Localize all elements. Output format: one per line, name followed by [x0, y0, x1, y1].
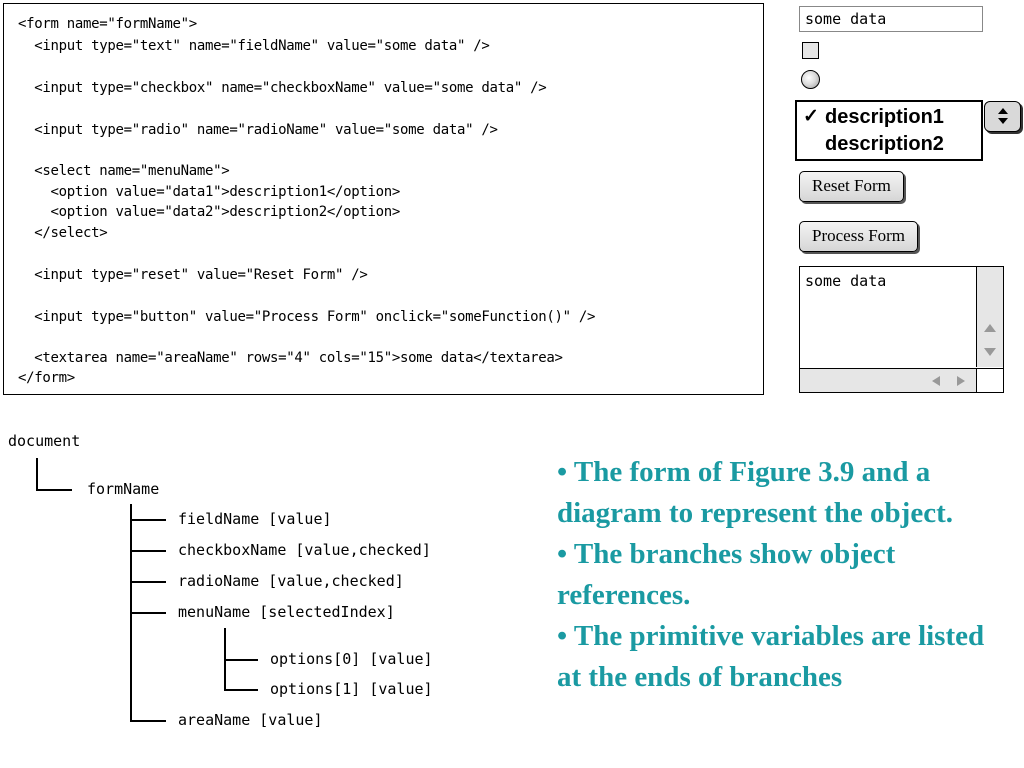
tree-branch	[130, 612, 166, 614]
text-field[interactable]: some data	[799, 6, 983, 32]
radio-button[interactable]	[801, 70, 820, 89]
textarea-content: some data	[805, 272, 887, 290]
code-line: <input type="radio" name="radioName" val…	[18, 122, 498, 138]
tree-node: menuName [selectedIndex]	[178, 603, 395, 621]
arrow-right-icon[interactable]	[956, 375, 966, 390]
tree-node: checkboxName [value,checked]	[178, 541, 431, 559]
tree-branch	[130, 550, 166, 552]
horizontal-scrollbar[interactable]	[800, 368, 976, 392]
code-line: <option value="data2">description2</opti…	[18, 204, 401, 220]
tree-node: areaName [value]	[178, 711, 323, 729]
tree-root: document	[8, 432, 81, 450]
code-line: </form>	[18, 370, 75, 386]
tree-branch	[130, 519, 166, 521]
tree-node-form: formName	[87, 480, 160, 498]
code-line: <input type="checkbox" name="checkboxNam…	[18, 80, 547, 96]
note-item: • The branches show object references.	[557, 538, 896, 611]
tree-branch	[224, 689, 258, 691]
arrow-left-icon[interactable]	[931, 375, 941, 390]
menu-select[interactable]: ✓ description1 description2	[795, 100, 983, 161]
note-item: • The form of Figure 3.9 and a diagram t…	[557, 456, 953, 529]
code-line: <form name="formName">	[18, 16, 197, 32]
scroll-corner	[976, 368, 1003, 392]
tree-branch	[36, 458, 38, 490]
vertical-scrollbar[interactable]	[976, 267, 1003, 367]
code-line: <input type="reset" value="Reset Form" /…	[18, 267, 368, 283]
note-item: • The primitive variables are listed at …	[557, 620, 985, 693]
tree-branch	[36, 489, 72, 491]
code-line: <option value="data1">description1</opti…	[18, 184, 401, 200]
tree-branch	[130, 581, 166, 583]
tree-branch	[224, 659, 258, 661]
process-form-button[interactable]: Process Form	[799, 221, 919, 252]
tree-node-option: options[1] [value]	[270, 680, 433, 698]
arrow-down-icon[interactable]	[983, 347, 997, 360]
tree-branch	[130, 720, 166, 722]
code-listing: <form name="formName"> <input type="text…	[3, 3, 764, 395]
select-option[interactable]: description1	[825, 106, 944, 128]
code-line: <input type="text" name="fieldName" valu…	[18, 38, 490, 54]
select-option[interactable]: description2	[825, 133, 944, 155]
tree-node-option: options[0] [value]	[270, 650, 433, 668]
tree-node: radioName [value,checked]	[178, 572, 404, 590]
code-line: <select name="menuName">	[18, 163, 230, 179]
tree-node: fieldName [value]	[178, 510, 332, 528]
code-line: <input type="button" value="Process Form…	[18, 309, 596, 325]
textarea[interactable]: some data	[799, 266, 1004, 393]
checkbox[interactable]	[802, 42, 819, 59]
arrow-up-icon[interactable]	[983, 323, 997, 336]
code-line: </select>	[18, 225, 108, 241]
notes: • The form of Figure 3.9 and a diagram t…	[557, 452, 1012, 698]
reset-form-button[interactable]: Reset Form	[799, 171, 904, 202]
up-down-arrows-icon[interactable]	[984, 101, 1021, 132]
code-line: <textarea name="areaName" rows="4" cols=…	[18, 350, 563, 366]
checkmark-icon: ✓	[803, 106, 819, 127]
